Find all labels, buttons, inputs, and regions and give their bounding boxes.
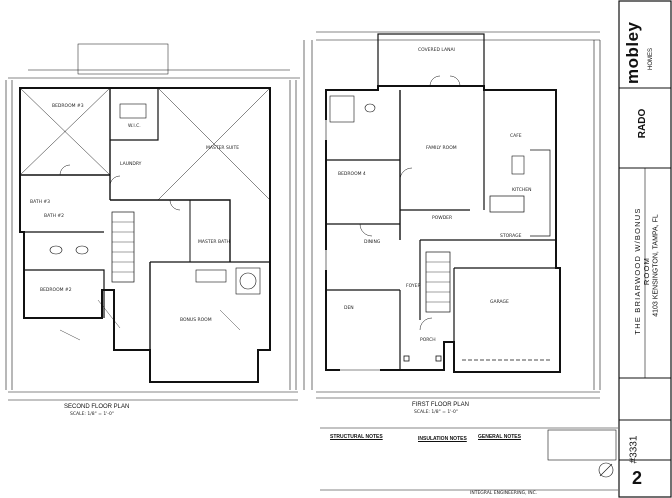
structural-notes-title: STRUCTURAL NOTES: [330, 434, 383, 440]
plan-name: THE BRIARWOOD W/BONUS ROOM: [633, 207, 651, 335]
room-label-wic: W.I.C.: [128, 124, 141, 129]
engineer-name: INTEGRAL ENGINEERING, INC.: [470, 491, 538, 496]
second-floor-caption: SECOND FLOOR PLAN: [64, 404, 130, 410]
room-label-cafe: CAFE: [510, 134, 522, 139]
room-label-bedroom4: BEDROOM 4: [338, 172, 366, 177]
room-label-master-bath: MASTER BATH: [198, 240, 230, 245]
brand-box: mobley: [621, 4, 643, 86]
first-floor-scale: SCALE: 1/8" = 1'-0": [414, 410, 458, 415]
room-label-laundry: LAUNDRY: [120, 162, 142, 167]
brand-subtitle: HOMES: [648, 47, 655, 71]
room-label-bedroom2: BEDROOM #2: [40, 288, 72, 293]
room-label-bath3: BATH #3: [30, 200, 51, 205]
second-floor-plan: [5, 43, 300, 401]
drafter-logo: RADO: [637, 108, 649, 139]
room-label-covered-lanai: COVERED LANAI: [418, 48, 455, 53]
room-label-family-room: FAMILY ROOM: [426, 146, 457, 151]
room-label-bath2: BATH #2: [44, 214, 65, 219]
room-label-garage: GARAGE: [490, 300, 509, 305]
notes-frame: [320, 427, 618, 491]
plan-address: 4103 KENSINGTON, TAMPA, FL: [652, 214, 660, 317]
brand-logo: mobley: [623, 21, 642, 84]
room-label-den: DEN: [344, 306, 354, 311]
general-notes-title: GENERAL NOTES: [478, 434, 521, 440]
first-floor-caption: FIRST FLOOR PLAN: [412, 402, 469, 408]
job-number: #3331: [628, 435, 640, 464]
insulation-notes-title: INSULATION NOTES: [418, 436, 467, 442]
room-label-porch: PORCH: [420, 338, 436, 343]
room-label-powder: POWDER: [432, 216, 453, 221]
room-label-dining: DINING: [364, 240, 381, 245]
room-label-bedroom3: BEDROOM #3: [52, 104, 84, 109]
room-label-kitchen: KITCHEN: [512, 188, 532, 193]
first-floor-plan: [303, 31, 601, 399]
second-floor-scale: SCALE: 1/8" = 1'-0": [70, 412, 114, 417]
room-label-master-suite: MASTER SUITE: [206, 146, 240, 151]
room-label-foyer: FOYER: [406, 284, 421, 289]
room-label-storage: STORAGE: [500, 234, 522, 239]
title-block-frame: [618, 0, 672, 498]
room-label-bonus-room: BONUS ROOM: [180, 318, 212, 323]
sheet-number: 2: [632, 468, 643, 488]
